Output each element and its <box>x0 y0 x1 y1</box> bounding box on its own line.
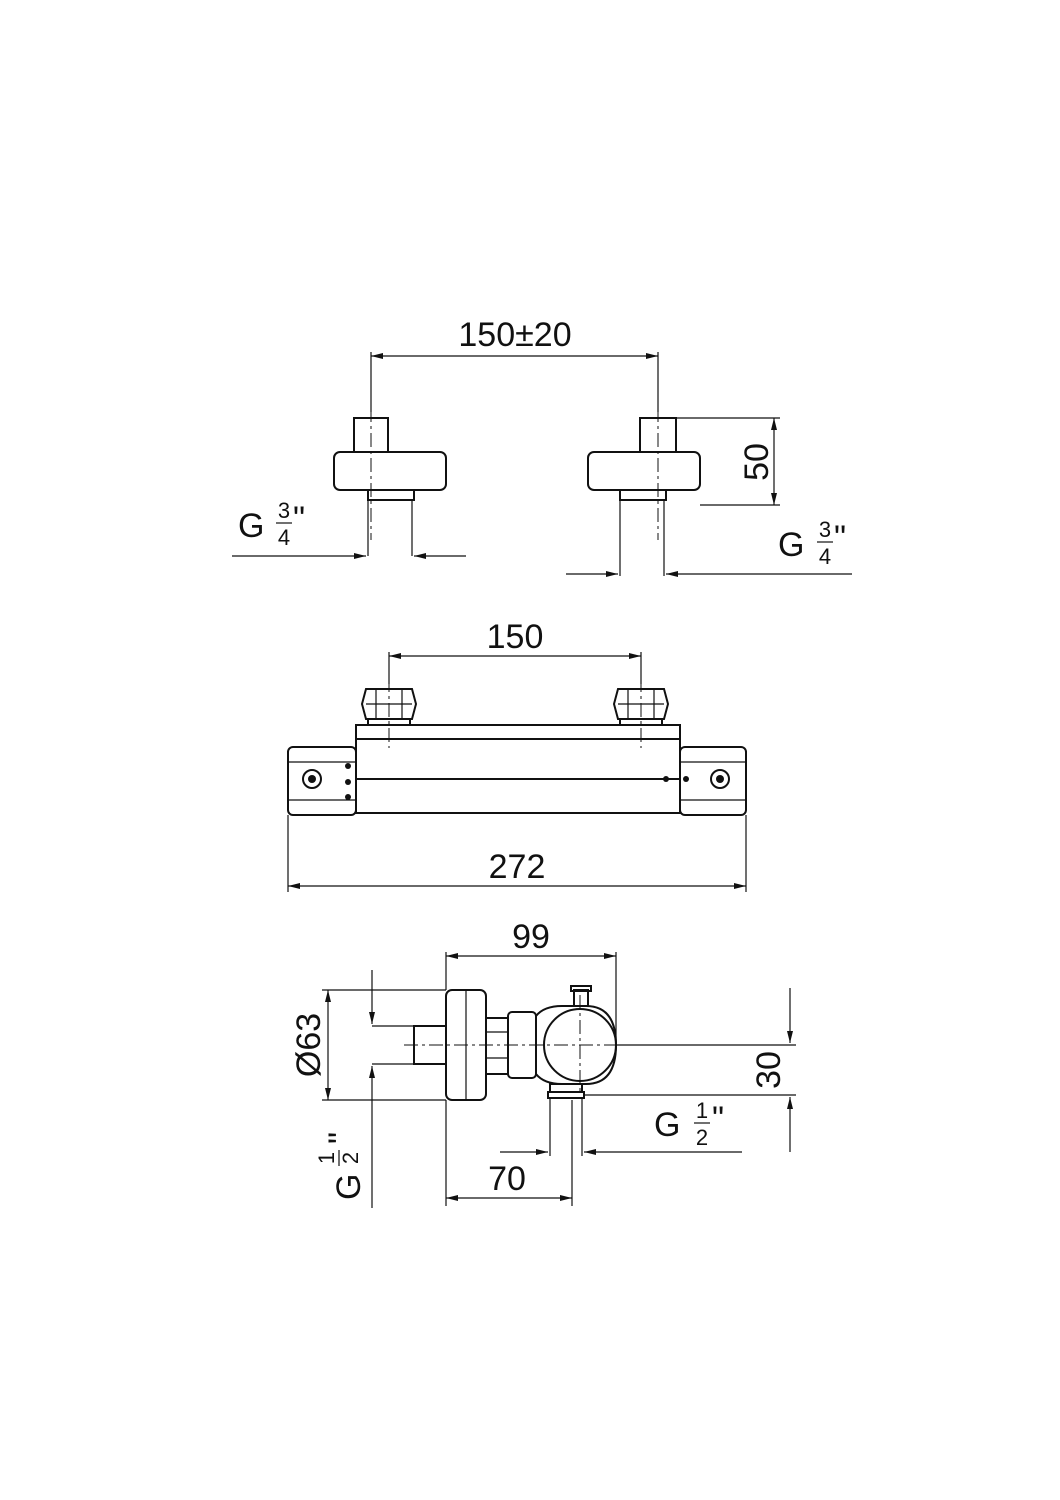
thread-callout-left-vertical: G 1 2 " <box>314 970 414 1208</box>
thread-callout-left: G 3 4 " <box>232 498 466 559</box>
thread-bottom-right-suffix: " <box>712 1100 724 1138</box>
dimension-diameter-label: Ø63 <box>290 1013 328 1077</box>
dimension-overall-length: 272 <box>287 815 747 892</box>
thread-left-suffix: " <box>293 500 305 538</box>
thread-left-vertical-prefix: G <box>330 1174 368 1200</box>
thread-left-vertical-suffix: " <box>322 1132 360 1144</box>
thread-right-prefix: G <box>778 526 804 564</box>
thread-callout-right: G 3 4 " <box>566 517 852 577</box>
thread-right-denominator: 4 <box>819 544 831 569</box>
dimension-depth-label: 99 <box>512 918 550 956</box>
dimension-inlet-spacing: 150 <box>388 618 642 684</box>
side-top-nozzle <box>570 985 592 1007</box>
top-view: 150±20 50 G 3 4 " G 3 4 " <box>232 316 852 577</box>
thread-left-numerator: 3 <box>278 498 290 523</box>
thread-bottom-right-denominator: 2 <box>696 1125 708 1150</box>
dimension-outlet: 70 <box>446 1160 572 1201</box>
dimension-inlet-spacing-label: 150 <box>487 618 544 656</box>
thread-left-vertical-denominator: 2 <box>338 1152 363 1164</box>
dimension-spacing-label: 150±20 <box>458 316 571 354</box>
dimension-offset-label: 30 <box>750 1051 788 1089</box>
side-hex-nut <box>485 1017 509 1075</box>
thread-bottom-right-prefix: G <box>654 1106 680 1144</box>
thread-callout-bottom-right: G 1 2 " <box>500 1098 742 1155</box>
side-view: 99 Ø63 G 1 2 " 30 <box>290 918 796 1208</box>
dimension-height-top: 50 <box>676 417 780 506</box>
right-hex-nut <box>612 688 670 726</box>
thread-bottom-right-numerator: 1 <box>696 1098 708 1123</box>
side-outlet <box>547 1083 585 1156</box>
right-handle <box>679 746 747 816</box>
dimension-diameter: Ø63 <box>290 989 446 1101</box>
right-eccentric-connector <box>587 408 701 576</box>
dimension-depth: 99 <box>445 918 617 1040</box>
dimension-offset: 30 <box>584 988 796 1152</box>
dimension-spacing-top: 150±20 <box>370 316 659 412</box>
thread-left-denominator: 4 <box>278 525 290 550</box>
mixer-body <box>355 724 681 814</box>
front-view: 150 272 <box>287 618 747 892</box>
thread-right-suffix: " <box>834 519 846 557</box>
dimension-height-label: 50 <box>738 443 776 481</box>
thread-right-numerator: 3 <box>819 517 831 542</box>
thread-left-prefix: G <box>238 507 264 545</box>
left-eccentric-connector <box>333 408 447 556</box>
left-handle <box>287 746 357 816</box>
dimension-overall-length-label: 272 <box>489 848 546 886</box>
dimension-outlet-label: 70 <box>488 1160 526 1198</box>
thread-left-vertical-numerator: 1 <box>314 1152 339 1164</box>
